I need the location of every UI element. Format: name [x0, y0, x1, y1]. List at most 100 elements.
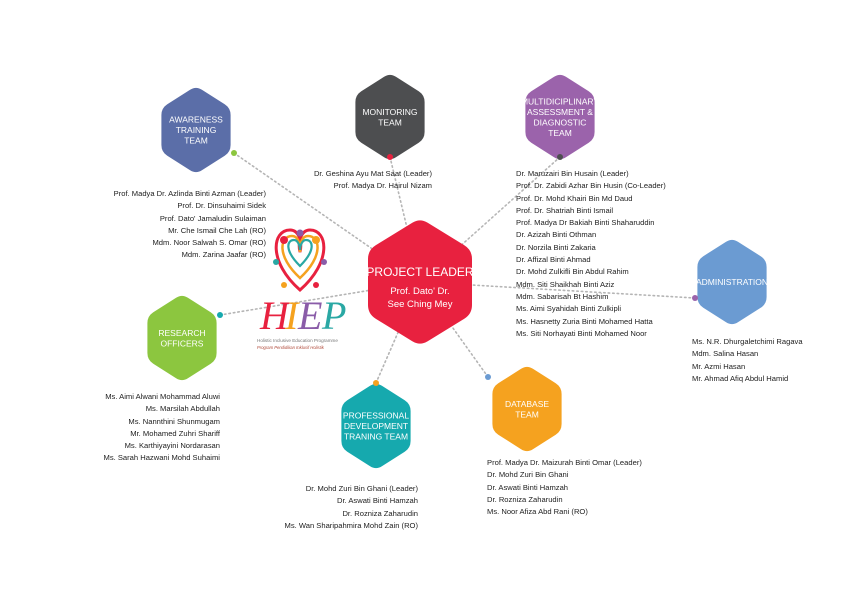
member-name: Mr. Ahmad Afiq Abdul Hamid	[692, 373, 789, 383]
monitoring-hexagon	[355, 74, 425, 160]
project-leader-hexagon	[368, 220, 472, 344]
monitoring-team-members: Dr. Geshina Ayu Mat Saat (Leader) Prof. …	[314, 168, 432, 193]
member-name: Ms. Nannthini Shunmugam	[128, 416, 220, 426]
member-name: Ms. Hasnetty Zuria Binti Mohamed Hatta	[516, 316, 653, 326]
multidisciplinary-connector	[419, 156, 561, 283]
member-name: Ms. Siti Norhayati Binti Mohamed Noor	[516, 328, 647, 338]
hiep-logo: H I E P Holistic Inclusive Education Pro…	[257, 228, 346, 350]
heart-emblem-icon	[273, 228, 327, 292]
member-name: Dr. Mohd Zuri Bin Ghani	[487, 470, 569, 480]
project-leader-name-line2: See Ching Mey	[388, 299, 453, 310]
logo-letter: P	[321, 293, 346, 338]
administration-team-node: ADMINISTRATION	[692, 239, 768, 325]
awareness-connector-dot	[231, 150, 237, 156]
member-name: Mr. Azmi Hasan	[692, 361, 746, 371]
database-label-line: DATABASE	[505, 399, 549, 409]
member-name: Ms. Noor Afiza Abd Rani (RO)	[487, 507, 588, 517]
member-name: Mr. Mohamed Zuhri Shariff	[130, 428, 220, 438]
member-name: Dr. Mohd Zuri Bin Ghani (Leader)	[305, 484, 418, 493]
monitoring-label-line: MONITORING	[362, 107, 417, 117]
multidisciplinary-label-line: DIAGNOSTIC	[534, 117, 587, 127]
member-name: Ms. Marsilah Abdullah	[145, 404, 220, 414]
research-hexagon	[147, 295, 217, 381]
professional-label-line: PROFESSIONAL	[343, 411, 409, 421]
member-name: Mr. Che Ismail Che Lah (RO)	[168, 225, 266, 235]
multidisciplinary-label-line: TEAM	[548, 128, 572, 138]
team-nodes: AWARENESSTRAININGTEAMMONITORINGTEAMMULTI…	[147, 74, 768, 469]
awareness-team-members: Prof. Madya Dr. Azlinda Binti Azman (Lea…	[114, 188, 266, 262]
database-connector-dot	[485, 374, 491, 380]
logo-letter: E	[297, 293, 322, 338]
member-name: Dr. Rozniza Zaharudin	[487, 494, 563, 504]
member-name: Dr. Rozniza Zaharudin	[342, 508, 418, 518]
professional-connector-dot	[373, 380, 379, 386]
member-name: Dr. Geshina Ayu Mat Saat (Leader)	[313, 169, 432, 178]
project-leader-title: PROJECT LEADER	[366, 265, 473, 279]
database-connector	[419, 281, 489, 378]
multidisciplinary-team-members: Dr. Maruzairi Bin Husain (Leader) Prof. …	[516, 168, 666, 340]
awareness-label-line: TRAINING	[176, 125, 217, 135]
research-connector-dot	[217, 312, 223, 318]
member-name: Dr. Aswati Binti Hamzah	[336, 496, 418, 506]
member-name: Ms. Wan Sharipahmira Mohd Zain (RO)	[284, 520, 419, 530]
administration-connector-dot	[692, 295, 698, 301]
member-name: Ms. Aimi Alwani Mohammad Aluwi	[105, 392, 220, 401]
professional-label-line: DEVELOPMENT	[344, 421, 408, 431]
member-name: Mdm. Salina Hasan	[692, 349, 759, 359]
project-leader-name-line1: Prof. Dato' Dr.	[390, 286, 449, 297]
member-name: Dr. Aswati Binti Hamzah	[487, 482, 569, 492]
professional-hexagon	[341, 383, 411, 469]
member-name: Mdm. Sabarisah Bt Hashim	[516, 291, 609, 301]
awareness-hexagon	[161, 87, 231, 173]
administration-hexagon	[697, 239, 767, 325]
multidisciplinary-connector-dot	[557, 154, 563, 160]
logo-letter: H	[259, 293, 291, 338]
administration-label-line: ADMINISTRATION	[696, 277, 768, 287]
member-name: Ms. Sarah Hazwani Mohd Suhaimi	[103, 453, 221, 463]
member-name: Prof. Dr. Shatriah Binti Ismail	[516, 205, 614, 215]
research-label-line: RESEARCH	[158, 328, 205, 338]
database-hexagon	[492, 366, 562, 452]
logo-letter: I	[284, 293, 300, 338]
member-name: Prof. Dato' Jamaludin Sulaiman	[159, 213, 266, 223]
professional-label-line: TRANING TEAM	[344, 432, 408, 442]
member-name: Prof. Dr. Mohd Khairi Bin Md Daud	[516, 193, 633, 203]
multidisciplinary-hexagon	[525, 74, 595, 160]
monitoring-connector-dot	[387, 154, 393, 160]
member-name: Dr. Affizal Binti Ahmad	[516, 255, 591, 265]
research-team-members: Ms. Aimi Alwani Mohammad Aluwi Ms. Marsi…	[104, 391, 221, 465]
logo-caption: Holistic Inclusive Education Programme	[257, 338, 338, 343]
member-name: Dr. Azizah Binti Othman	[516, 230, 597, 240]
database-team-members: Prof. Madya Dr. Maizurah Binti Omar (Lea…	[487, 457, 642, 518]
member-name: Ms. Karthiyayini Nordarasan	[124, 441, 220, 451]
member-name: Mdm. Zarina Jaafar (RO)	[181, 250, 266, 260]
project-leader-node: PROJECT LEADER Prof. Dato' Dr. See Ching…	[366, 220, 474, 344]
member-name: Mdm. Noor Salwah S. Omar (RO)	[152, 238, 266, 248]
multidisciplinary-label-line: ASSESSMENT &	[527, 107, 593, 117]
multidisciplinary-label-line: MULTIDICIPLINARY	[521, 96, 599, 106]
awareness-label-line: TEAM	[184, 136, 208, 146]
logo-caption-malay: Program Pendidikan Inklusif Holistik	[257, 345, 325, 350]
member-name: Prof. Dr. Zabidi Azhar Bin Husin (Co-Lea…	[516, 181, 666, 191]
awareness-label-line: AWARENESS	[169, 115, 223, 125]
research-connector	[219, 281, 421, 316]
member-name: Prof. Madya Dr. Azlinda Binti Azman (Lea…	[113, 189, 266, 198]
professional-team-members: Dr. Mohd Zuri Bin Ghani (Leader) Dr. Asw…	[285, 483, 419, 532]
member-name: Prof. Dr. Dinsuhaimi Sidek	[177, 201, 266, 211]
member-name: Prof. Madya Dr. Hairul Nizam	[333, 181, 432, 191]
member-name: Prof. Madya Dr Bakiah Binti Shaharuddin	[516, 218, 655, 228]
member-name: Prof. Madya Dr. Maizurah Binti Omar (Lea…	[487, 458, 642, 467]
monitoring-connector	[389, 156, 421, 283]
monitoring-label-line: TEAM	[378, 117, 402, 127]
member-name: Ms. Aimi Syahidah Binti Zulkipli	[516, 304, 622, 314]
database-label-line: TEAM	[515, 409, 539, 419]
member-name: Dr. Mohd Zulkifli Bin Abdul Rahim	[516, 267, 629, 277]
research-label-line: OFFICERS	[161, 338, 204, 348]
